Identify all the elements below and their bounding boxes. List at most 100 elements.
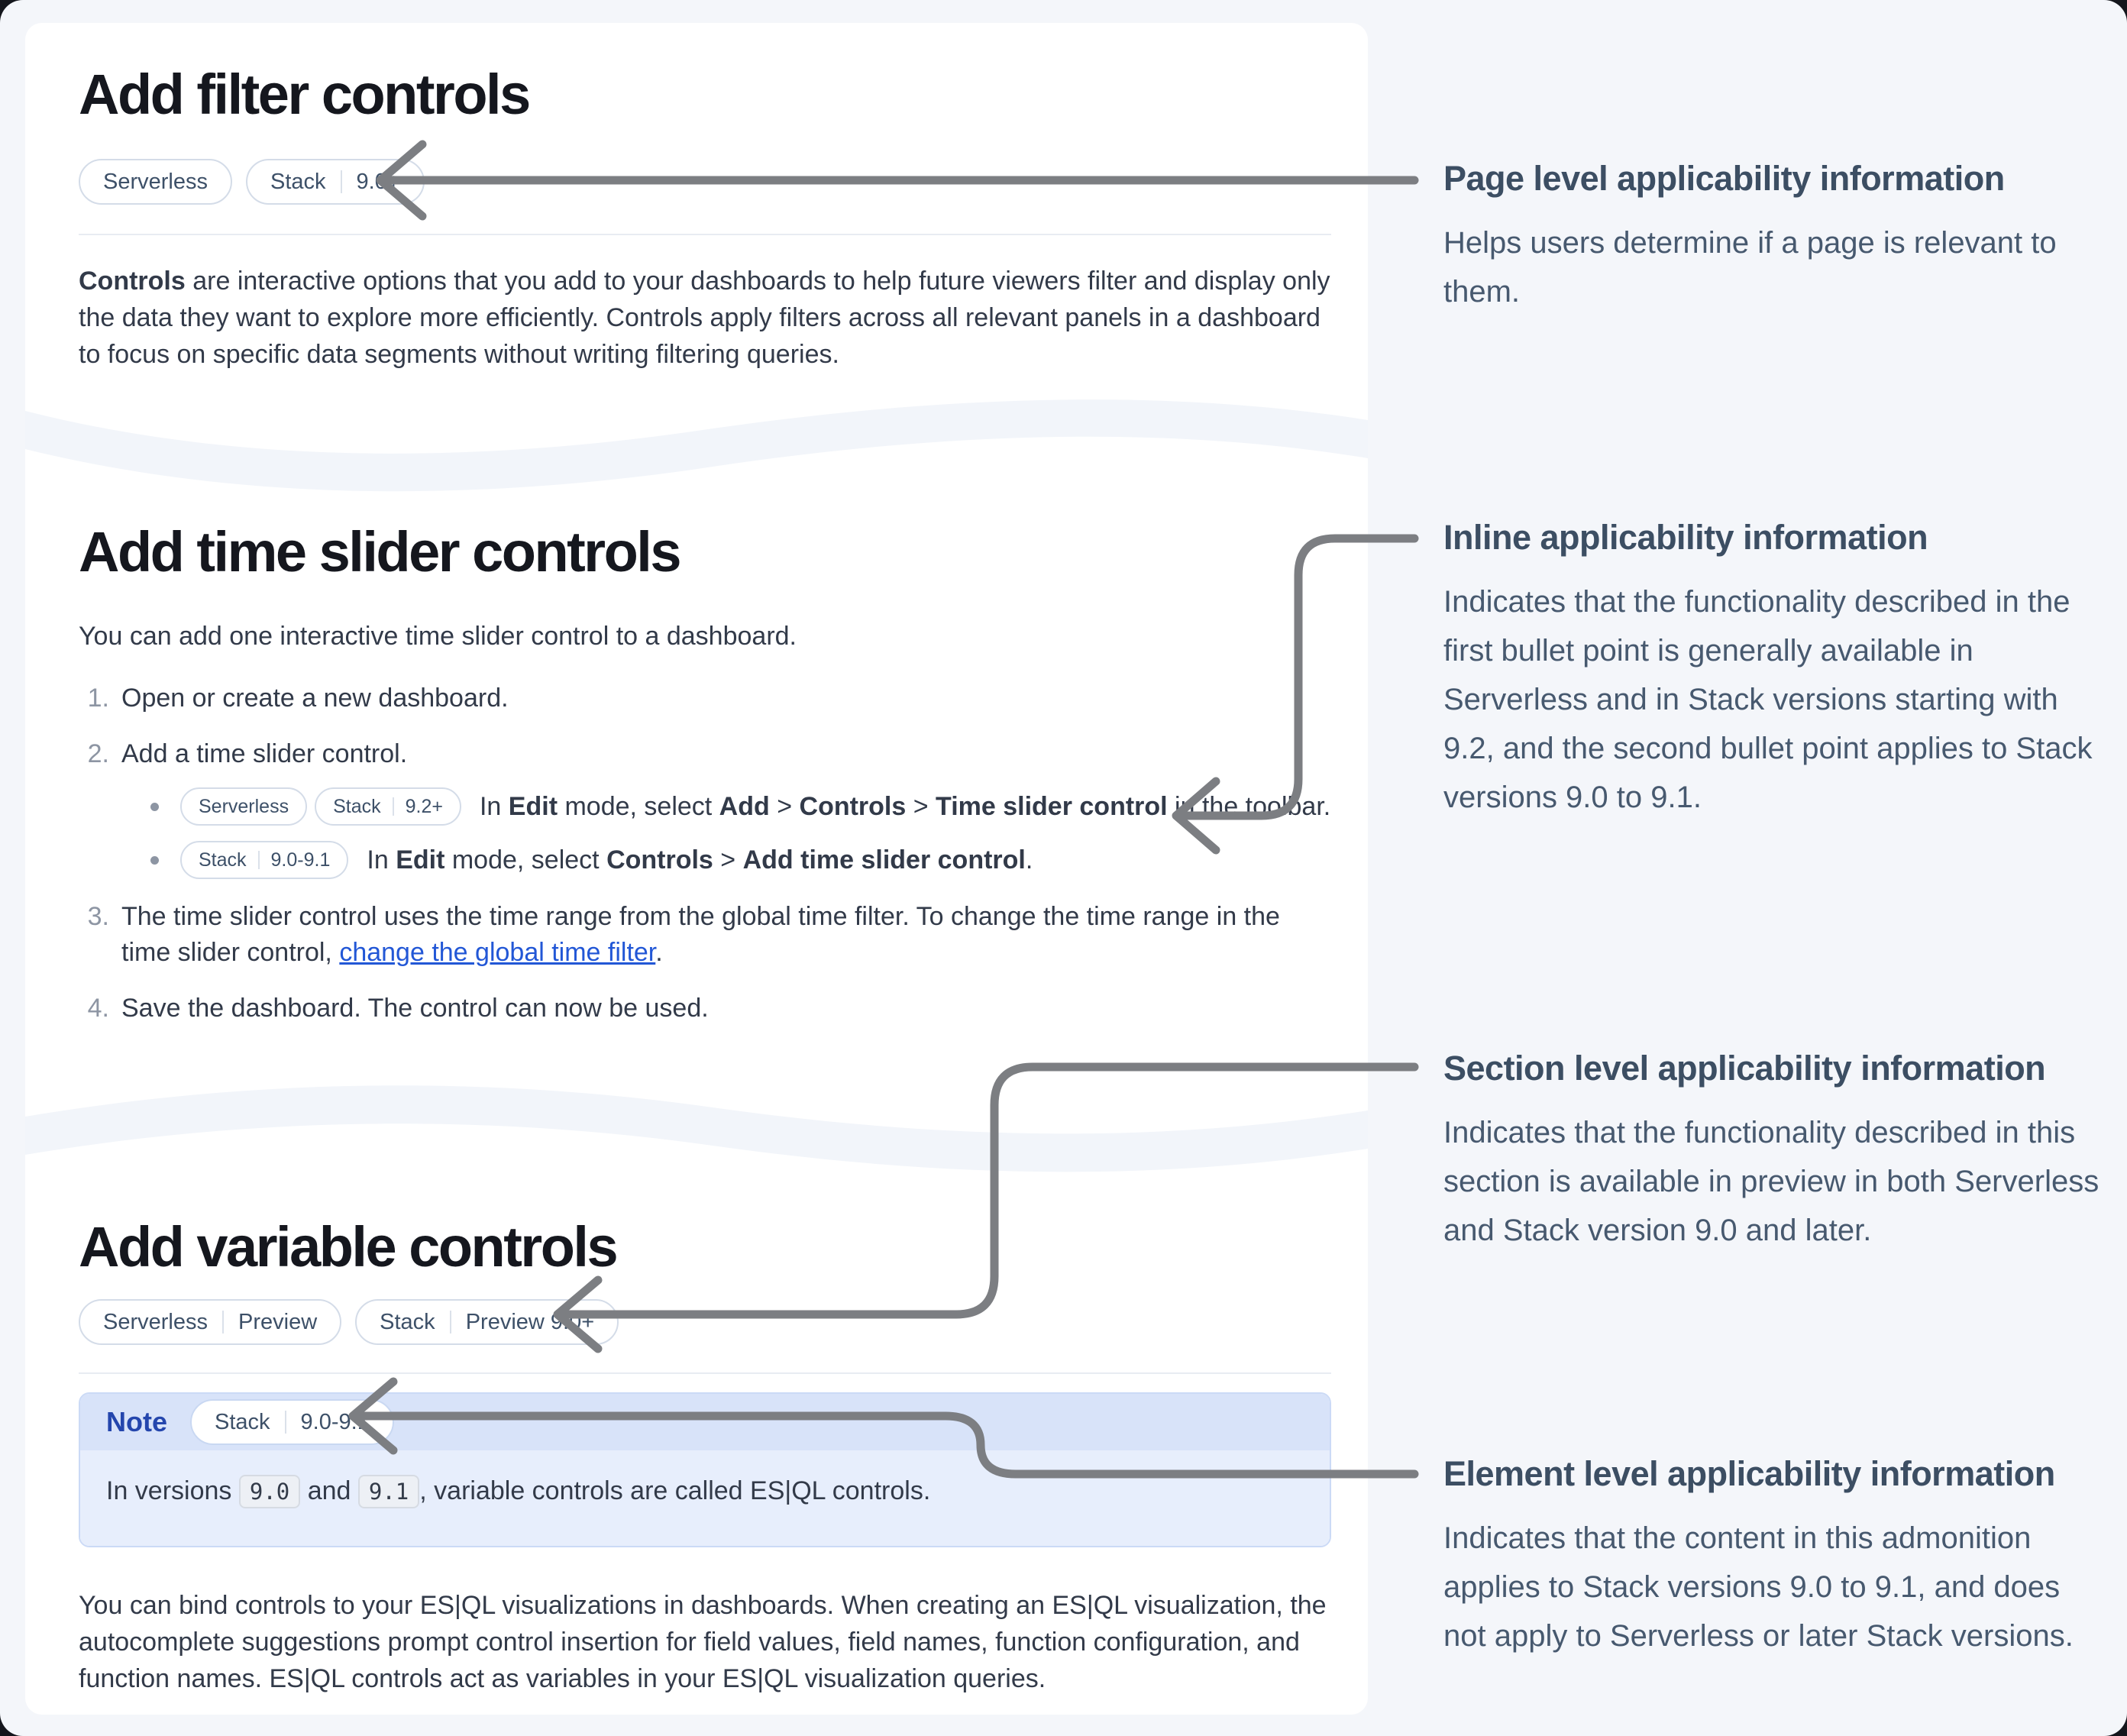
annotation-title: Section level applicability information xyxy=(1443,1049,2046,1088)
note-admonition: Note Stack 9.0-9.1 In versions 9.0 and 9… xyxy=(79,1392,1331,1547)
intro-paragraph: Controls are interactive options that yo… xyxy=(79,263,1331,373)
list-item-body: The time slider control uses the time ra… xyxy=(121,899,1331,971)
badge-serverless-preview: Serverless Preview xyxy=(79,1299,342,1345)
list-item: 3. The time slider control uses the time… xyxy=(79,899,1331,971)
badge-label: Stack xyxy=(199,849,247,871)
card-add-time-slider-controls: Add time slider controls You can add one… xyxy=(25,439,1368,1111)
badge-lifecycle-version: Preview 9.0+ xyxy=(465,1309,595,1334)
list-item: 2. Add a time slider control. Serverless… xyxy=(79,736,1331,879)
page-applicability-badges: Serverless Stack 9.0+ xyxy=(79,159,1331,205)
change-global-time-filter-link[interactable]: change the global time filter xyxy=(339,938,656,967)
note-text: , variable controls are called ES|QL con… xyxy=(419,1476,931,1505)
badge-label: Serverless xyxy=(199,795,289,817)
inline-code: 9.1 xyxy=(357,1475,420,1508)
bullet-list: Serverless Stack 9.2+ In Edit mode, sele… xyxy=(150,787,1331,879)
badge-divider xyxy=(284,1411,286,1434)
list-item-text: . xyxy=(655,938,663,967)
list-item: 4. Save the dashboard. The control can n… xyxy=(79,991,1331,1026)
note-admonition-body: In versions 9.0 and 9.1, variable contro… xyxy=(80,1450,1330,1546)
section-applicability-badges: Serverless Preview Stack Preview 9.0+ xyxy=(79,1299,1331,1345)
badge-version: 9.2+ xyxy=(405,795,443,817)
badge-serverless: Serverless xyxy=(79,159,232,205)
text: > xyxy=(769,791,800,821)
note-admonition-header: Note Stack 9.0-9.1 xyxy=(80,1394,1330,1450)
annotation-page-level: Page level applicability information Hel… xyxy=(1443,157,2106,316)
badge-lifecycle: Preview xyxy=(238,1309,318,1334)
badge-divider xyxy=(257,851,260,869)
note-text: In versions xyxy=(106,1476,239,1505)
bold-text: Time slider control xyxy=(936,791,1168,821)
list-item-text: The time slider control uses the time ra… xyxy=(121,902,1280,967)
bold-text: Add time slider control xyxy=(742,845,1026,874)
section-title: Add variable controls xyxy=(79,1215,619,1279)
wave-divider xyxy=(25,1063,1368,1185)
text: . xyxy=(1025,845,1033,874)
list-item-text: Open or create a new dashboard. xyxy=(121,684,509,713)
badge-stack-preview-version: Stack Preview 9.0+ xyxy=(355,1299,619,1345)
card-add-variable-controls: Add variable controls Serverless Preview… xyxy=(25,1134,1368,1715)
badge-stack-version: Stack 9.0+ xyxy=(246,159,425,205)
badge-label: Stack xyxy=(333,795,381,817)
bold-text: Controls xyxy=(606,845,713,874)
annotation-inline-level: Inline applicability information Indicat… xyxy=(1443,516,2106,822)
wave-divider xyxy=(25,376,1368,498)
list-item-text: Save the dashboard. The control can now … xyxy=(121,994,709,1023)
section-title: Add time slider controls xyxy=(79,520,682,584)
bullet-item: Serverless Stack 9.2+ In Edit mode, sele… xyxy=(150,787,1331,826)
annotation-section-level: Section level applicability information … xyxy=(1443,1047,2106,1255)
bullet-text: In Edit mode, select Add > Controls > Ti… xyxy=(480,789,1330,825)
text: > xyxy=(906,791,936,821)
badge-label: Serverless xyxy=(103,169,208,194)
list-item-text: Add a time slider control. xyxy=(121,739,408,768)
badge-label: Stack xyxy=(215,1409,270,1434)
list-item-body: Add a time slider control. Serverless St… xyxy=(121,736,1331,879)
badge-stack-version: Stack 9.0-9.1 xyxy=(180,841,349,879)
list-number: 3. xyxy=(87,902,109,931)
badge-divider xyxy=(222,1311,224,1334)
annotation-title: Inline applicability information xyxy=(1443,518,1928,557)
badge-label: Stack xyxy=(380,1309,435,1334)
badge-divider xyxy=(392,797,394,816)
list-item: 1. Open or create a new dashboard. xyxy=(79,680,1331,716)
bullet-item: Stack 9.0-9.1 In Edit mode, select Contr… xyxy=(150,841,1331,879)
text: In xyxy=(367,845,396,874)
list-number: 2. xyxy=(87,739,109,768)
list-number: 1. xyxy=(87,684,109,713)
bold-text: Edit xyxy=(396,845,445,874)
badge-divider xyxy=(449,1311,451,1334)
annotation-body: Helps users determine if a page is relev… xyxy=(1443,226,2057,309)
paragraph-text: are interactive options that you add to … xyxy=(79,267,1330,369)
bullet-text: In Edit mode, select Controls > Add time… xyxy=(367,842,1033,878)
bullet-icon xyxy=(150,855,159,865)
bold-text: Edit xyxy=(508,791,558,821)
text: > xyxy=(713,845,743,874)
ordered-list: 1. Open or create a new dashboard. 2. Ad… xyxy=(79,680,1331,1026)
annotation-title: Element level applicability information xyxy=(1443,1454,2055,1493)
text: mode, select xyxy=(444,845,607,874)
divider xyxy=(79,1372,1331,1374)
text: in the toolbar. xyxy=(1167,791,1331,821)
badge-label: Serverless xyxy=(103,1309,208,1334)
card-add-filter-controls: Add filter controls Serverless Stack 9.0… xyxy=(25,23,1368,416)
annotation-body: Indicates that the functionality describ… xyxy=(1443,585,2093,814)
section-paragraph: You can bind controls to your ES|QL visu… xyxy=(79,1591,1327,1693)
annotation-body: Indicates that the functionality describ… xyxy=(1443,1116,2100,1247)
list-number: 4. xyxy=(87,994,109,1023)
badge-serverless: Serverless xyxy=(180,787,308,826)
annotation-element-level: Element level applicability information … xyxy=(1443,1453,2106,1660)
inline-code: 9.0 xyxy=(238,1475,301,1508)
bold-text: Controls xyxy=(79,267,186,296)
section-intro: You can add one interactive time slider … xyxy=(79,622,797,651)
badge-divider xyxy=(340,170,342,193)
page-title: Add filter controls xyxy=(79,63,531,126)
annotation-title: Page level applicability information xyxy=(1443,159,2005,198)
bullet-icon xyxy=(150,802,159,811)
divider xyxy=(79,234,1331,235)
annotation-body: Indicates that the content in this admon… xyxy=(1443,1521,2074,1653)
note-text: and xyxy=(300,1476,358,1505)
badge-stack-version-range: Stack 9.0-9.1 xyxy=(190,1399,394,1445)
badge-version: 9.0-9.1 xyxy=(300,1409,370,1434)
bold-text: Add xyxy=(719,791,770,821)
text: mode, select xyxy=(558,791,719,821)
